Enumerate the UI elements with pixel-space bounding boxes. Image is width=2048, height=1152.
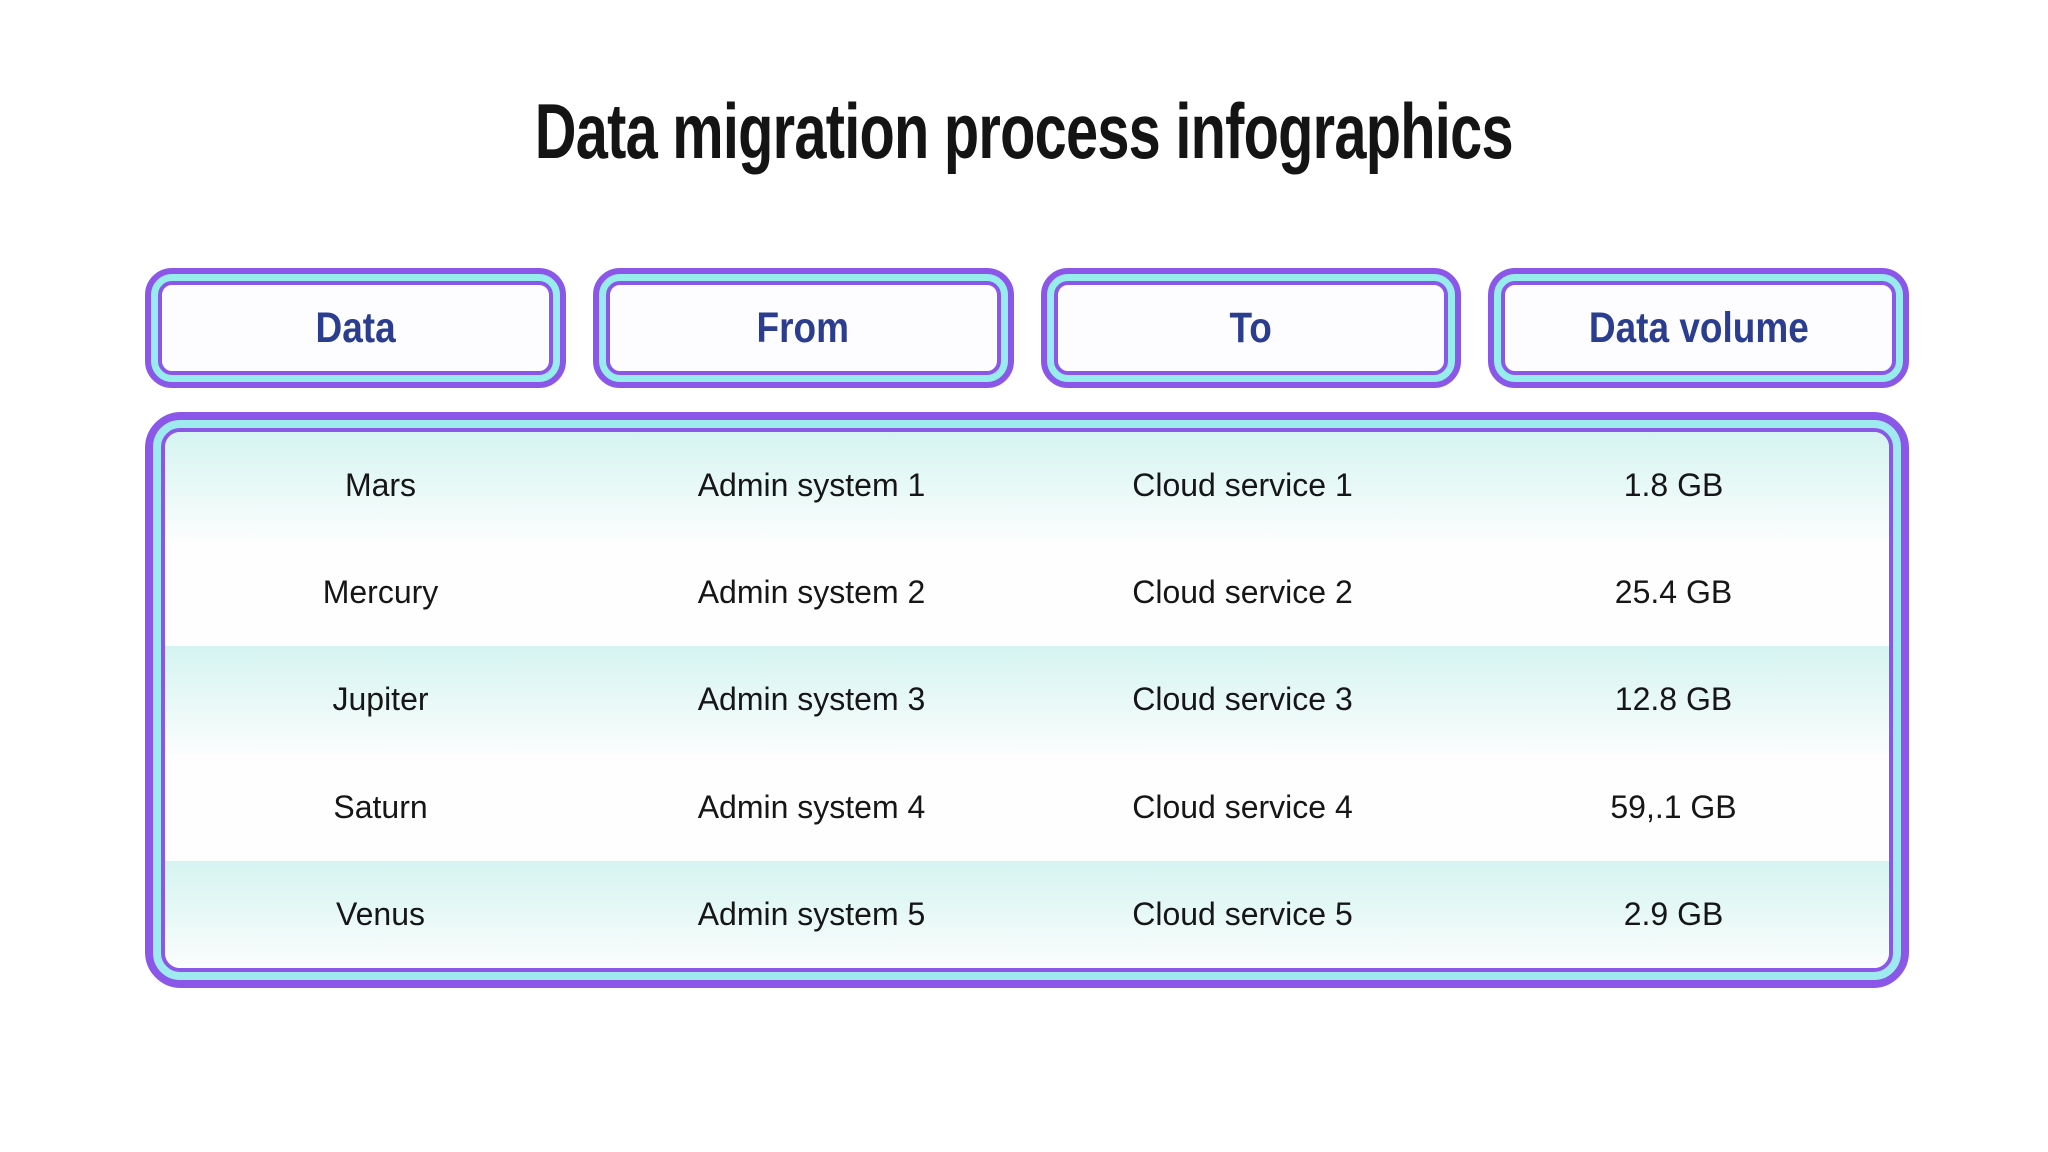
- column-header-label: To: [1229, 303, 1273, 352]
- cell-to: Cloud service 2: [1132, 574, 1353, 611]
- table-body-container: Mars Admin system 1 Cloud service 1 1.8 …: [145, 412, 1909, 988]
- table-rows: Mars Admin system 1 Cloud service 1 1.8 …: [165, 432, 1889, 968]
- cell-volume: 12.8 GB: [1614, 681, 1733, 718]
- cell-to: Cloud service 5: [1132, 895, 1353, 932]
- header-box-from-inner: From: [605, 281, 1001, 375]
- header-box-data-volume: Data volume: [1488, 268, 1909, 388]
- page-title-text: Data migration process infographics: [534, 87, 1514, 175]
- cell-volume: 25.4 GB: [1614, 574, 1733, 611]
- cell-data: Mars: [344, 467, 417, 503]
- column-header-label: From: [756, 303, 850, 352]
- table-row: Mercury Admin system 2 Cloud service 2 2…: [165, 539, 1889, 647]
- header-box-from-mid: From: [598, 274, 1008, 382]
- header-box-to-inner: To: [1053, 281, 1449, 375]
- cell-from: Admin system 3: [697, 681, 926, 718]
- cell-to: Cloud service 4: [1132, 788, 1353, 825]
- cell-to: Cloud service 1: [1132, 467, 1353, 503]
- table-row: Venus Admin system 5 Cloud service 5 2.9…: [165, 860, 1889, 968]
- header-box-data-mid: Data: [151, 274, 560, 382]
- cell-from: Admin system 2: [697, 574, 926, 611]
- cell-data: Venus: [336, 895, 425, 932]
- table-body-container-inner: Mars Admin system 1 Cloud service 1 1.8 …: [161, 428, 1893, 972]
- table-row: Jupiter Admin system 3 Cloud service 3 1…: [165, 646, 1889, 754]
- header-box-data-volume-mid: Data volume: [1494, 274, 1903, 382]
- column-header-label: Data: [315, 303, 396, 352]
- column-header-label: Data volume: [1588, 303, 1809, 352]
- header-box-data: Data: [145, 268, 566, 388]
- cell-from: Admin system 1: [697, 467, 926, 503]
- header-box-data-volume-inner: Data volume: [1501, 281, 1896, 375]
- cell-volume: 59,.1 GB: [1610, 788, 1737, 825]
- cell-volume: 2.9 GB: [1623, 895, 1724, 932]
- header-box-to: To: [1040, 268, 1462, 388]
- header-box-data-inner: Data: [158, 281, 553, 375]
- table-header-row: Data From To Data volume: [145, 268, 1909, 388]
- table-body-container-mid: Mars Admin system 1 Cloud service 1 1.8 …: [153, 420, 1901, 980]
- cell-volume: 1.8 GB: [1623, 467, 1724, 503]
- page-title: Data migration process infographics: [0, 92, 2048, 170]
- cell-from: Admin system 5: [697, 895, 926, 932]
- cell-to: Cloud service 3: [1132, 681, 1353, 718]
- header-box-from: From: [592, 268, 1014, 388]
- table-row: Saturn Admin system 4 Cloud service 4 59…: [165, 753, 1889, 861]
- cell-data: Saturn: [333, 788, 428, 825]
- header-box-to-mid: To: [1046, 274, 1456, 382]
- cell-data: Jupiter: [332, 681, 429, 718]
- table-row: Mars Admin system 1 Cloud service 1 1.8 …: [165, 432, 1889, 540]
- cell-from: Admin system 4: [697, 788, 926, 825]
- cell-data: Mercury: [322, 574, 439, 611]
